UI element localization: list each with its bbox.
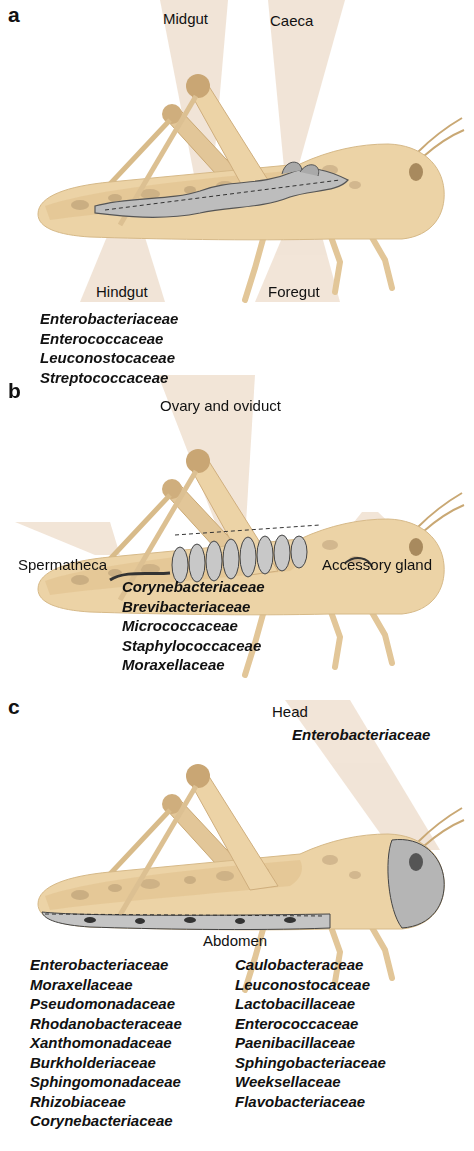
bacterial-family: Streptococcaceae [40,369,168,387]
panel-letter: c [8,694,20,719]
bacterial-family: Moraxellaceae [122,656,225,674]
reproductive-organs [110,525,372,583]
organ-label: Midgut [163,10,208,28]
bacterial-family: Enterobacteriaceae [30,956,168,974]
organ-label: Head [272,703,308,721]
bacterial-family: Rhizobiaceae [30,1093,126,1111]
bacterial-family: Leuconostocaceae [40,349,175,367]
bacterial-family: Xanthomonadaceae [30,1034,172,1052]
bacterial-family: Paenibacillaceae [235,1034,355,1052]
organ-label: Caeca [270,12,313,30]
bacterial-family: Pseudomonadaceae [30,995,175,1013]
gut-organ [95,162,348,217]
bacterial-family: Burkholderiaceae [30,1054,156,1072]
bacterial-family: Moraxellaceae [30,976,133,994]
organ-label: Hindgut [96,283,148,301]
bacterial-family: Enterococcaceae [40,330,163,348]
organ-label: Ovary and oviduct [160,397,281,415]
bacterial-family: Staphylococcaceae [122,637,261,655]
head-abdomen-parts [42,839,444,929]
bacterial-family: Corynebacteriaceae [122,578,265,596]
bacterial-family: Enterobacteriaceae [40,310,178,328]
bacterial-family: Flavobacteriaceae [235,1093,365,1111]
bacterial-family: Lactobacillaceae [235,995,355,1013]
bacterial-family: Brevibacteriaceae [122,598,250,616]
bacterial-family: Rhodanobacteraceae [30,1015,182,1033]
bacterial-family: Enterococcaceae [235,1015,358,1033]
organ-label: Abdomen [203,932,267,950]
bacterial-family: Weeksellaceae [235,1073,341,1091]
bacterial-family: Enterobacteriaceae [292,726,430,744]
organ-label: Spermatheca [18,556,107,574]
organ-label: Accessory gland [322,556,432,574]
bacterial-family: Sphingobacteriaceae [235,1054,386,1072]
bacterial-family: Corynebacteriaceae [30,1112,173,1130]
bacterial-family: Micrococcaceae [122,617,238,635]
bacterial-family: Leuconostocaceae [235,976,370,994]
panel-letter: b [8,378,21,403]
bacterial-family: Caulobacteraceae [235,956,363,974]
panel-letter: a [8,2,20,27]
organ-label: Foregut [268,283,320,301]
grasshopper-a [38,74,464,300]
bacterial-family: Sphingomonadaceae [30,1073,181,1091]
